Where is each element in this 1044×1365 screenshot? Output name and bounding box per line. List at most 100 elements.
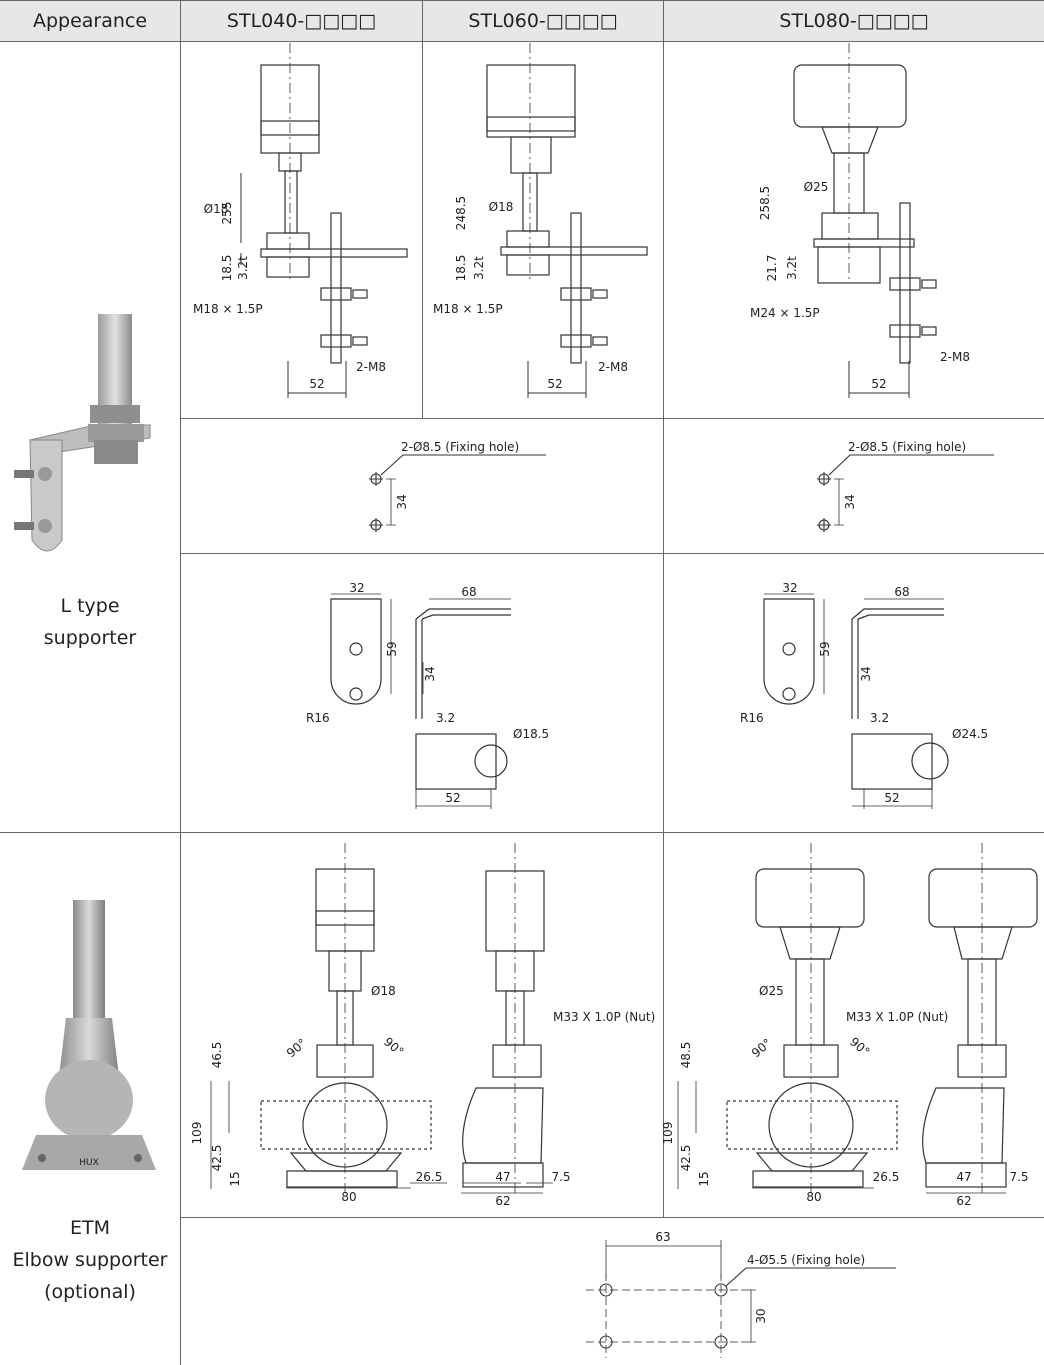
- etm-holes-pitch-y: 30: [754, 1308, 768, 1323]
- l-type-line1: L type: [60, 595, 120, 617]
- stl080-w-dim: 52: [871, 377, 886, 391]
- etm-a-pipe: Ø18: [371, 984, 396, 998]
- stl080-bolt-dim: 2-M8: [940, 350, 970, 364]
- bracket-b-t: 3.2: [870, 711, 889, 725]
- col-divider-2: [422, 0, 423, 418]
- bracket-b-pitch: 34: [859, 666, 873, 681]
- fixing-hole-label-b: 2-Ø8.5 (Fixing hole): [848, 440, 966, 454]
- etm-holes-pitch-x: 63: [655, 1230, 670, 1244]
- stl040-w-dim: 52: [309, 377, 324, 391]
- bracket-b-hole: Ø24.5: [952, 727, 988, 741]
- bracket-b-base: 52: [884, 791, 899, 805]
- stl080-pipe-dim: Ø25: [804, 180, 829, 194]
- etm-b-side-total: 62: [956, 1194, 971, 1208]
- stl080-thread-dim: M24 × 1.5P: [750, 306, 820, 320]
- stl040-thread-dim: M18 × 1.5P: [193, 302, 263, 316]
- fixing-hole-diagram-b: 2-Ø8.5 (Fixing hole) 34: [817, 440, 994, 532]
- etm-a-nut: M33 X 1.0P (Nut): [553, 1010, 655, 1024]
- bracket-b-h: 59: [818, 641, 832, 656]
- bracket-b-radius: R16: [740, 711, 764, 725]
- appearance-header: Appearance: [0, 0, 180, 42]
- etm-b-foot: 80: [806, 1190, 821, 1204]
- stl060-len-dim: 248.5: [454, 196, 468, 230]
- etm-a-angle-r: 90°: [381, 1035, 406, 1059]
- etm-a-side-w: 47: [495, 1170, 510, 1184]
- etm-drawing-a: Ø18 M33 X 1.0P (Nut) 109 46.5 42.5 15 90…: [190, 843, 655, 1208]
- etm-fixing-hole-diagram: 63 4-Ø5.5 (Fixing hole) 30: [586, 1230, 896, 1358]
- etm-line1: ETM: [69, 1217, 110, 1239]
- fixing-hole-pitch-a: 34: [395, 494, 409, 509]
- etm-photo: HUX: [22, 900, 156, 1170]
- fixing-hole-diagram-a: 2-Ø8.5 (Fixing hole) 34: [369, 440, 546, 532]
- stl060-side-drawing: 248.5 Ø18 18.5 3.2t M18 × 1.5P 2-M8 52: [433, 43, 648, 398]
- bracket-b-w: 32: [782, 581, 797, 595]
- etm-b-angle-l: 90°: [749, 1036, 774, 1060]
- stl060-bolt-dim: 2-M8: [598, 360, 628, 374]
- stl060-w-dim: 52: [547, 377, 562, 391]
- stl040-pipe-dim: Ø18: [204, 202, 229, 216]
- stl080-side-drawing: 258.5 Ø25 21.7 3.2t M24 × 1.5P 2-M8 52: [750, 43, 970, 398]
- bracket-b-len: 68: [894, 585, 909, 599]
- bracket-drawing-b: 32 68 59 34 R16 3.2 Ø24.5 52: [740, 581, 988, 809]
- etm-holes-label: 4-Ø5.5 (Fixing hole): [747, 1253, 865, 1267]
- col-divider-1: [180, 0, 181, 1365]
- etm-a-base: 15: [228, 1171, 242, 1186]
- etm-b-base: 15: [697, 1171, 711, 1186]
- bracket-a-t: 3.2: [436, 711, 455, 725]
- etm-a-foot: 80: [341, 1190, 356, 1204]
- etm-b-upper: 48.5: [679, 1042, 693, 1069]
- etm-b-nut: M33 X 1.0P (Nut): [846, 1010, 948, 1024]
- etm-a-lower: 42.5: [210, 1145, 224, 1172]
- etm-a-offset: 26.5: [416, 1170, 443, 1184]
- bracket-a-len: 68: [461, 585, 476, 599]
- fixing-hole-pitch-b: 34: [843, 494, 857, 509]
- row-divider-2: [180, 553, 1044, 554]
- stl060-thread-dim: M18 × 1.5P: [433, 302, 503, 316]
- stl040-side-drawing: 255 Ø18 18.5 3.2t M18 × 1.5P 2-M8 52: [193, 43, 408, 398]
- stl080-len-dim: 258.5: [758, 186, 772, 220]
- etm-a-upper: 46.5: [210, 1042, 224, 1069]
- etm-line2: Elbow supporter: [12, 1249, 168, 1271]
- stl040-header: STL040-□□□□: [181, 0, 422, 42]
- col-divider-3: [663, 0, 664, 1217]
- stl060-header: STL060-□□□□: [423, 0, 663, 42]
- bracket-a-h: 59: [385, 641, 399, 656]
- etm-b-lower: 42.5: [679, 1145, 693, 1172]
- stl060-h-dim: 18.5: [454, 255, 468, 282]
- stl080-header: STL080-□□□□: [664, 0, 1044, 42]
- table-top-border: [0, 0, 1044, 1]
- stl040-bolt-dim: 2-M8: [356, 360, 386, 374]
- l-type-photo: [14, 314, 151, 552]
- etm-a-total: 109: [190, 1122, 204, 1145]
- etm-a-side-off: 7.5: [551, 1170, 570, 1184]
- etm-a-side-total: 62: [495, 1194, 510, 1208]
- stl060-pipe-dim: Ø18: [489, 200, 514, 214]
- row-divider-1: [180, 418, 1044, 419]
- etm-b-pipe: Ø25: [759, 984, 784, 998]
- bracket-a-hole: Ø18.5: [513, 727, 549, 741]
- stl040-h-dim: 18.5: [220, 255, 234, 282]
- etm-line3: (optional): [44, 1281, 136, 1303]
- etm-a-angle-l: 90°: [284, 1036, 309, 1060]
- etm-b-side-w: 47: [956, 1170, 971, 1184]
- l-type-label: L type supporter: [0, 590, 180, 654]
- row-divider-4: [180, 1217, 1044, 1218]
- etm-b-offset: 26.5: [873, 1170, 900, 1184]
- bracket-a-w: 32: [349, 581, 364, 595]
- fixing-hole-label-a: 2-Ø8.5 (Fixing hole): [401, 440, 519, 454]
- stl040-t-dim: 3.2t: [236, 256, 250, 280]
- stl040-len-dim: 255: [220, 202, 234, 225]
- etm-drawing-b: Ø25 M33 X 1.0P (Nut) 109 48.5 42.5 15 90…: [661, 843, 1038, 1208]
- bracket-a-base: 52: [445, 791, 460, 805]
- etm-photo-logo: HUX: [79, 1158, 99, 1168]
- etm-b-side-off: 7.5: [1009, 1170, 1028, 1184]
- stl060-t-dim: 3.2t: [472, 256, 486, 280]
- etm-label: ETM Elbow supporter (optional): [0, 1212, 180, 1308]
- etm-b-total: 109: [661, 1122, 675, 1145]
- stl080-t-dim: 3.2t: [785, 256, 799, 280]
- etm-b-angle-r: 90°: [847, 1035, 872, 1059]
- row-divider-3: [0, 832, 1044, 833]
- stl080-h-dim: 21.7: [765, 255, 779, 282]
- bracket-a-pitch: 34: [423, 666, 437, 681]
